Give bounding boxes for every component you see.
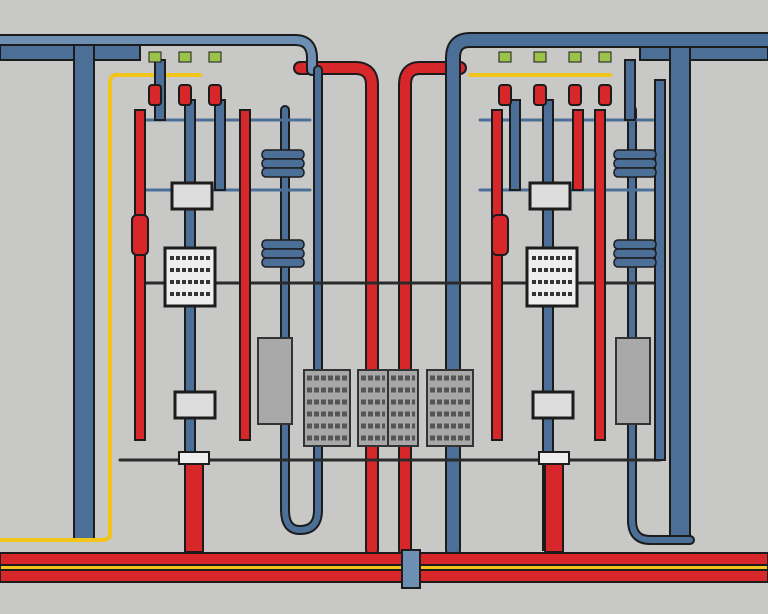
breaker-panel-1 [525,246,579,308]
bottom-pipes [0,549,768,589]
valve-handle-5 [568,51,582,63]
valve-3 [498,84,512,106]
valve-handle-3 [498,51,512,63]
valve-handle-4 [533,51,547,63]
main-pipes [0,32,768,558]
meter-body [357,369,389,447]
coil-1 [261,248,305,259]
vertical-risers [134,59,666,551]
meter-panel-0 [303,369,351,447]
left-red-pipe [293,61,379,557]
valve-6 [598,84,612,106]
valve-2 [208,84,222,106]
riser-pipe-11 [654,79,666,461]
riser-pipe-2 [239,109,251,441]
junction-box-3 [531,390,575,420]
control-cabinet-0 [257,337,293,425]
valve-0 [148,84,162,106]
coil-3 [613,257,657,268]
coil-2 [613,167,657,178]
meter-body [387,369,419,447]
riser-pipe-9 [491,109,503,441]
riser-pipe-3 [134,109,146,441]
valve-handle-2 [208,51,222,63]
riser-pipe-6 [509,99,521,191]
junction-box-1 [528,181,572,211]
valve-1 [178,84,192,106]
pipe-coupling [401,549,421,589]
meter-body [303,369,351,447]
junction-box-0 [170,181,214,211]
blue-frame [0,41,768,541]
valve-handle-6 [598,51,612,63]
junction-box-2 [173,390,217,420]
yellow-wire-left [0,73,202,542]
meter-panel-1 [357,369,389,447]
column-flange-0 [178,451,210,465]
valve-4 [533,84,547,106]
riser-pipe-8 [594,109,606,441]
valve-5 [568,84,582,106]
side-device-0 [131,214,149,256]
coil-0 [261,167,305,178]
right-frame-post [669,41,691,541]
coil-1 [261,257,305,268]
column-flange-1 [538,451,570,465]
left-frame-post [73,41,95,541]
valve-handle-1 [178,51,192,63]
components [131,51,657,553]
coil-3 [613,248,657,259]
red-column-0 [184,459,204,553]
valve-handle-0 [148,51,162,63]
red-column-1 [544,459,564,553]
riser-pipe-1 [214,99,226,191]
coil-2 [613,149,657,160]
coil-1 [261,239,305,250]
side-device-1 [491,214,509,256]
coil-3 [613,239,657,250]
riser-pipe-10 [624,59,636,121]
control-cabinet-1 [615,337,651,425]
coil-2 [613,158,657,169]
coil-0 [261,149,305,160]
bottom-red-pipe-upper [0,552,768,566]
riser-pipe-7 [572,109,584,191]
meter-body [426,369,474,447]
bottom-yellow-stripe [0,564,768,571]
meter-panel-3 [426,369,474,447]
breaker-panel-0 [163,246,217,308]
coil-0 [261,158,305,169]
meter-panel-2 [387,369,419,447]
bottom-red-pipe-lower [0,569,768,583]
